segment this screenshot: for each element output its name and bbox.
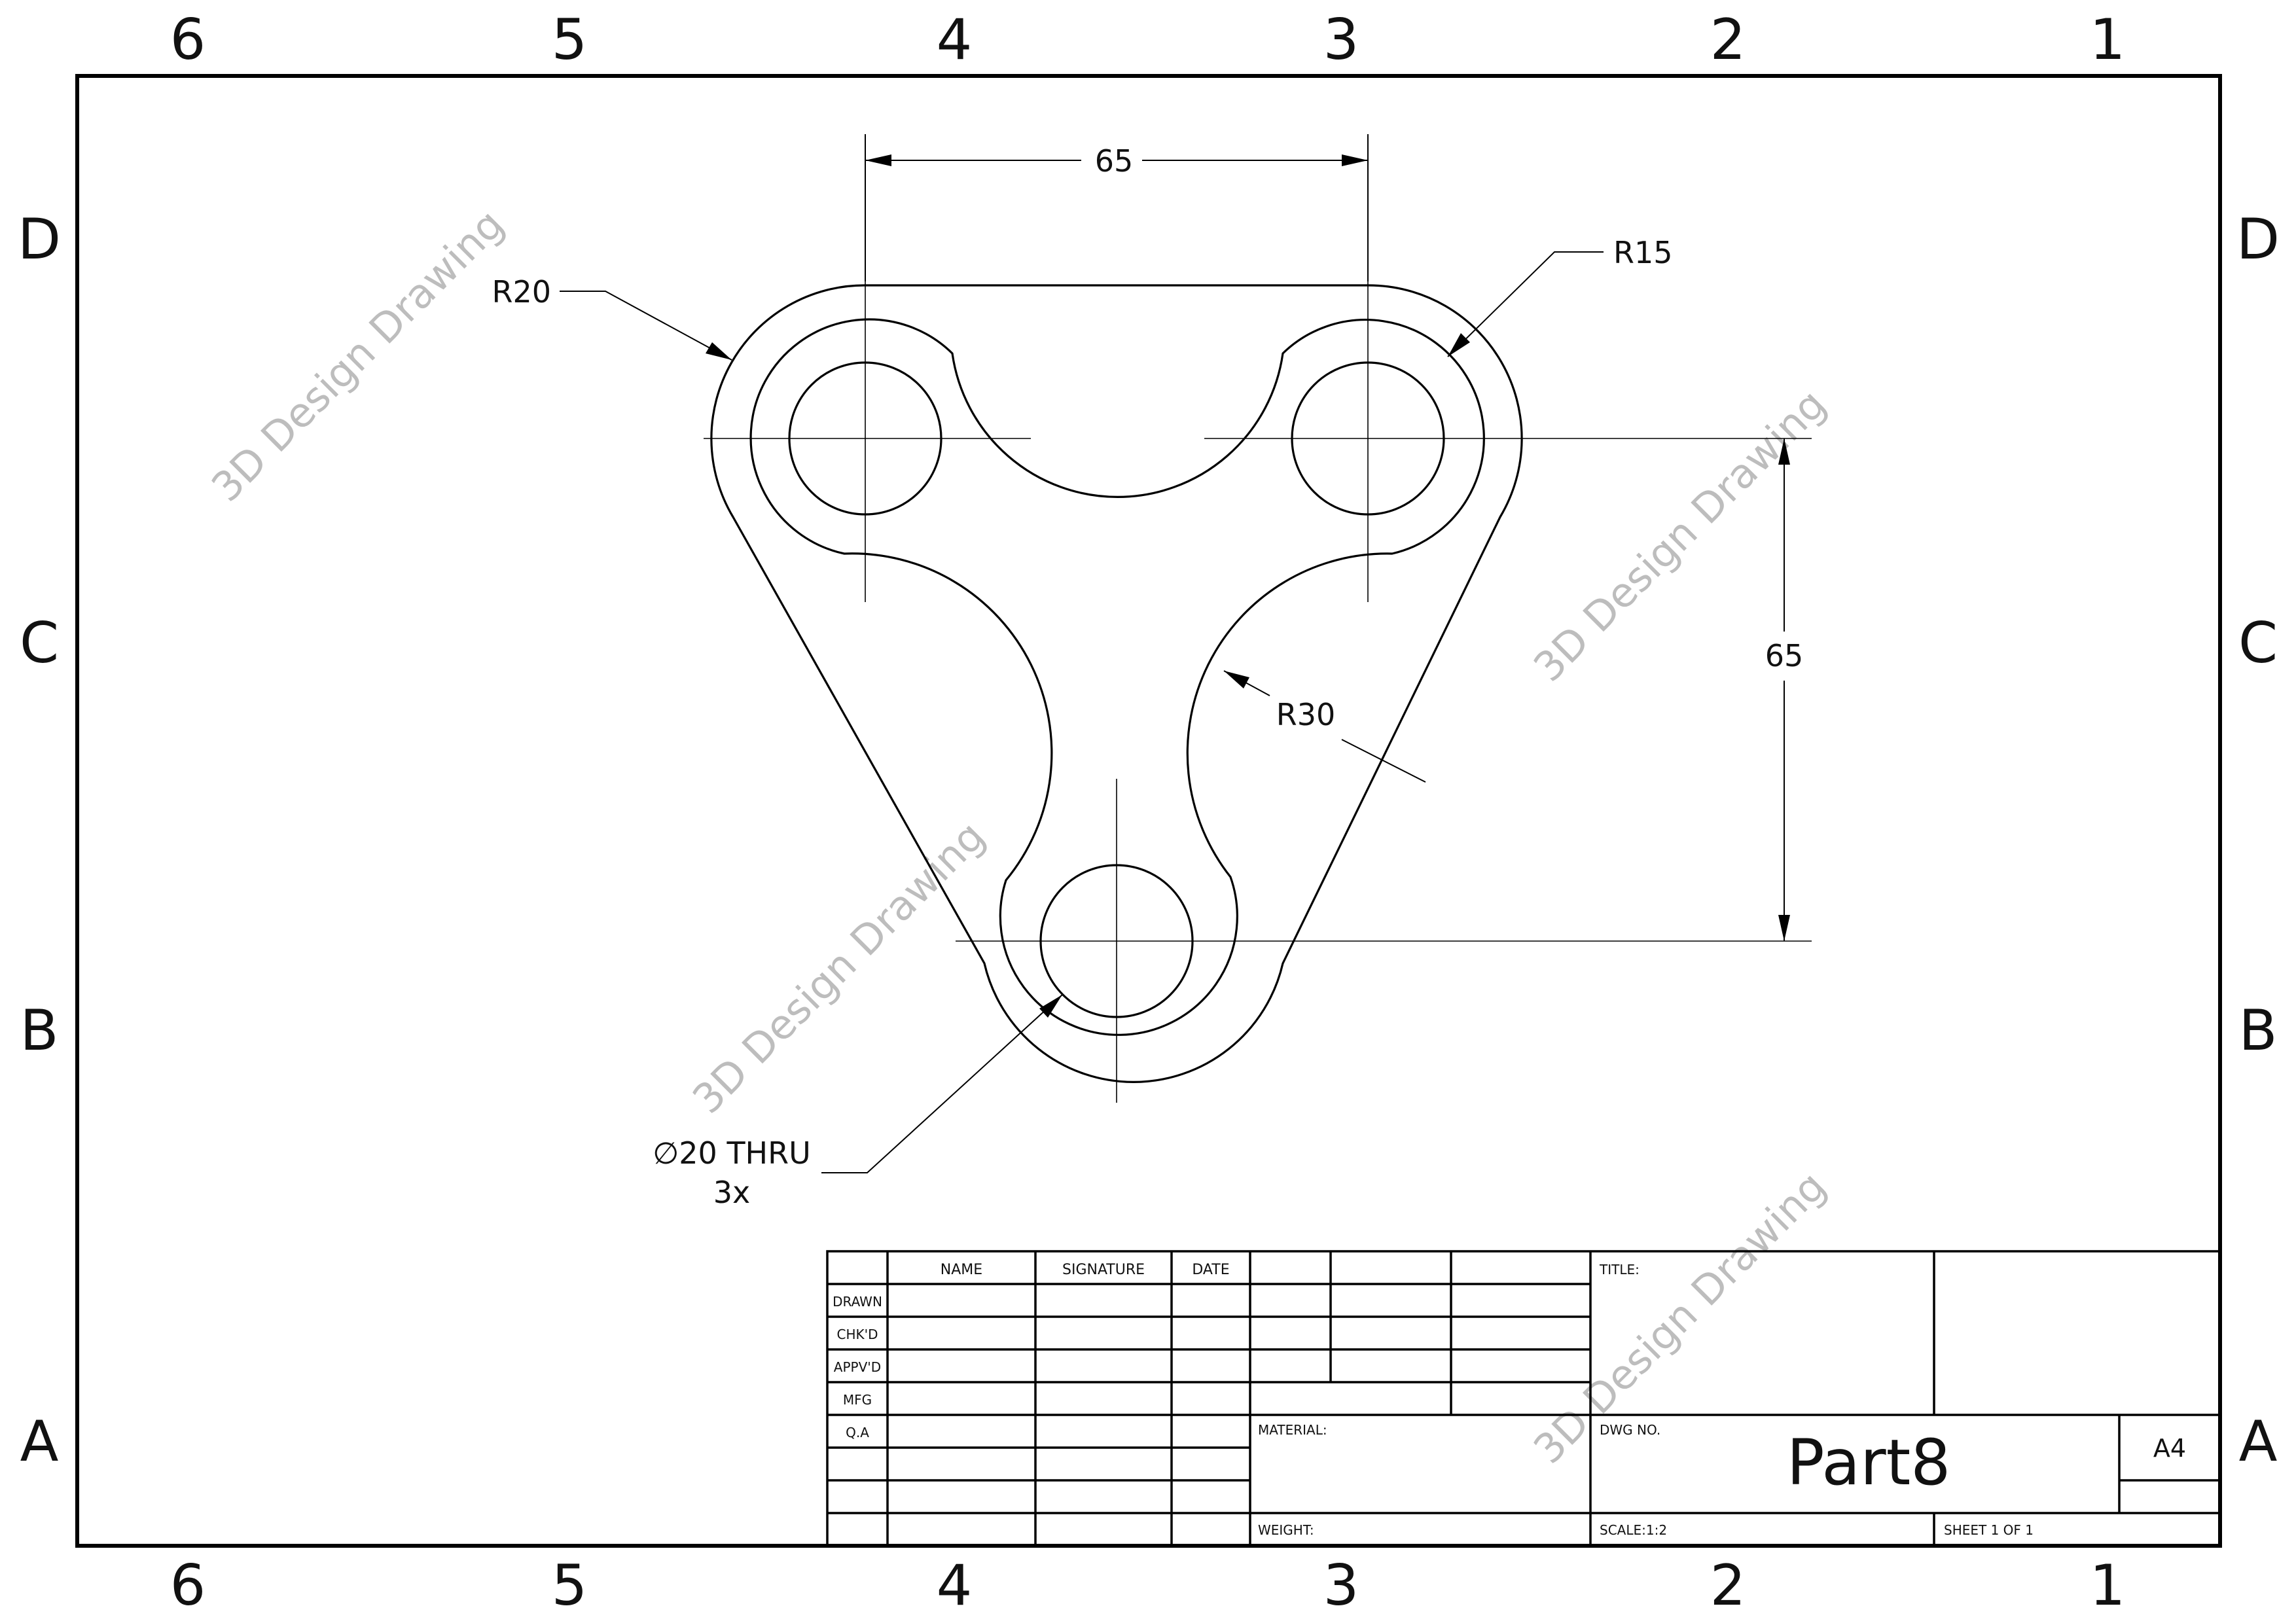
- zone-row-b-left: B: [20, 998, 59, 1063]
- tb-header-name: NAME: [941, 1262, 982, 1278]
- zone-columns-bottom: 6 5 4 3 2 1: [170, 1553, 2126, 1618]
- zone-col-5-bottom: 5: [552, 1553, 588, 1618]
- tb-header-date: DATE: [1192, 1262, 1229, 1278]
- label-hole-callout-line2: 3x: [713, 1175, 751, 1210]
- watermark-1: 3D Design Drawing: [202, 200, 513, 511]
- leader-r15: R15: [1447, 235, 1673, 357]
- zone-row-c-right: C: [2238, 611, 2278, 676]
- zone-col-2-top: 2: [1710, 7, 1746, 73]
- tb-size-value: A4: [2153, 1434, 2186, 1463]
- label-r20: R20: [492, 274, 552, 310]
- zone-col-3-bottom: 3: [1323, 1553, 1359, 1618]
- label-hole-callout-line1: ∅20 THRU: [653, 1135, 811, 1171]
- tb-row-appvd: APPV'D: [834, 1359, 881, 1375]
- outer-envelope: [710, 284, 1523, 1083]
- label-r15: R15: [1613, 235, 1673, 270]
- tb-sheet-value: SHEET 1 OF 1: [1944, 1522, 2034, 1538]
- tb-row-qa: Q.A: [846, 1425, 869, 1440]
- dim-horizontal-value: 65: [1095, 143, 1134, 179]
- zone-col-5-top: 5: [552, 7, 588, 73]
- tb-header-signature: SIGNATURE: [1062, 1262, 1145, 1278]
- title-block: NAME SIGNATURE DATE DRAWN CHK'D APPV'D M…: [826, 1250, 2221, 1547]
- zone-col-2-bottom: 2: [1710, 1553, 1746, 1618]
- zone-col-4-top: 4: [937, 7, 973, 73]
- zone-col-3-top: 3: [1323, 7, 1359, 73]
- tb-title-label: TITLE:: [1599, 1262, 1640, 1277]
- zone-row-d-left: D: [18, 207, 61, 272]
- zone-col-4-bottom: 4: [937, 1553, 973, 1618]
- tb-weight-label: WEIGHT:: [1258, 1522, 1314, 1538]
- leader-hole-callout: ∅20 THRU 3x: [653, 994, 1063, 1210]
- center-lines: [704, 275, 1812, 1103]
- zone-col-1-bottom: 1: [2090, 1553, 2126, 1618]
- label-r30: R30: [1276, 697, 1336, 732]
- inner-boss-outline: [749, 318, 1485, 1036]
- zone-col-6-top: 6: [170, 7, 206, 73]
- zone-columns-top: 6 5 4 3 2 1: [170, 7, 2126, 73]
- dim-vertical-value: 65: [1765, 638, 1804, 673]
- tb-scale-value: SCALE:1:2: [1600, 1522, 1667, 1538]
- zone-row-c-left: C: [20, 611, 59, 676]
- zone-rows-left: D C B A: [18, 207, 61, 1474]
- zone-col-1-top: 1: [2090, 7, 2126, 73]
- zone-row-b-right: B: [2239, 998, 2278, 1063]
- dim-vertical-65: 65: [1765, 438, 1804, 941]
- tb-row-chkd: CHK'D: [836, 1327, 878, 1342]
- zone-row-a-left: A: [20, 1409, 59, 1474]
- zone-row-d-right: D: [2236, 207, 2280, 272]
- tb-material-label: MATERIAL:: [1258, 1422, 1327, 1438]
- tb-dwgno-label: DWG NO.: [1600, 1422, 1660, 1438]
- tb-row-mfg: MFG: [843, 1392, 872, 1408]
- leader-r20: R20: [492, 274, 732, 361]
- leader-r30: R30: [1223, 670, 1426, 783]
- dim-horizontal-65: 65: [865, 134, 1369, 281]
- tb-row-drawn: DRAWN: [833, 1294, 882, 1310]
- tb-dwgno-value: Part8: [1787, 1426, 1951, 1499]
- zone-col-6-bottom: 6: [170, 1553, 206, 1618]
- watermark-3: 3D Design Drawing: [683, 812, 994, 1123]
- zone-row-a-right: A: [2239, 1409, 2278, 1474]
- zone-rows-right: D C B A: [2236, 207, 2280, 1474]
